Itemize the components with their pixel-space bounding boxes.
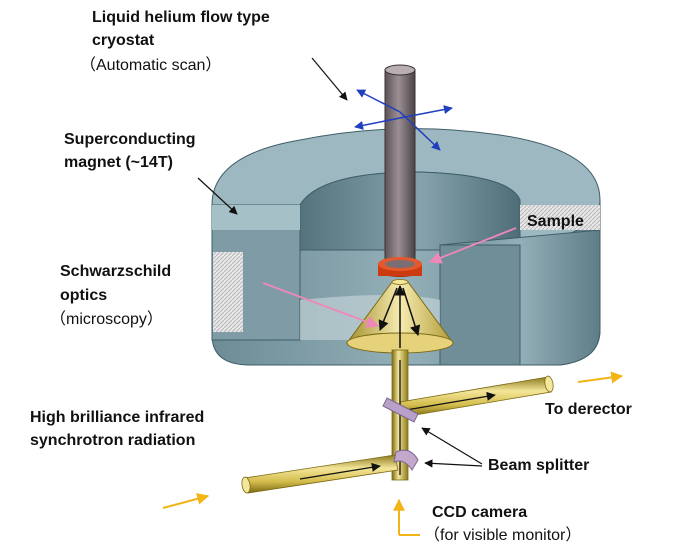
optics-label-line2: optics — [60, 287, 108, 304]
magnet-label-line2: magnet (~14T) — [64, 154, 173, 171]
beam-splitters — [382, 397, 419, 471]
beam-splitter-label: Beam splitter — [488, 457, 590, 474]
cryostat-label-line1: Liquid helium flow type — [92, 9, 270, 26]
cryostat-label-line2: cryostat — [92, 32, 155, 49]
sample-holder-ring — [378, 257, 422, 277]
ccd-label-line2: （for visible monitor） — [424, 527, 582, 544]
scan-arrows — [354, 89, 453, 151]
sample-label: Sample — [527, 213, 584, 230]
optics-label-line3: （microscopy） — [50, 311, 163, 328]
pointer-lines — [197, 57, 517, 468]
source-label-line2: synchrotron radiation — [30, 432, 196, 449]
source-label-line1: High brilliance infrared — [30, 409, 205, 426]
optics-label-line1: Schwarzschild — [60, 263, 172, 280]
magnet-label-line1: Superconducting — [64, 131, 196, 148]
external-beam-arrows — [162, 371, 624, 536]
sample-label-hatch — [520, 205, 600, 230]
cryostat-label-line3: （Automatic scan） — [80, 57, 222, 74]
cryostat-rod — [384, 64, 416, 266]
ccd-label-line1: CCD camera — [432, 504, 528, 521]
detector-label: To derector — [545, 401, 632, 418]
optics-window-hatch — [213, 252, 243, 332]
